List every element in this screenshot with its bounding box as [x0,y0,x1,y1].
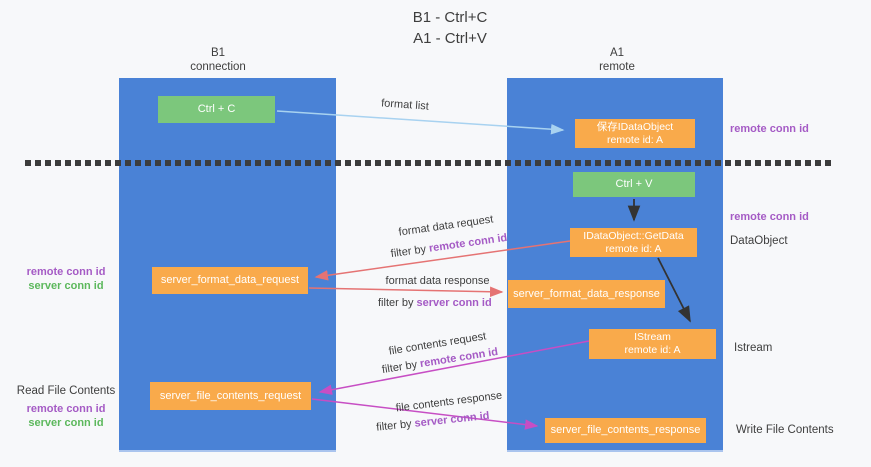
node-server-format-data-response: server_format_data_response [508,280,665,308]
right-label-remote-conn-id-1: remote conn id [730,123,809,135]
lane-header-a1: A1 remote [567,46,667,74]
node-ctrl-v: Ctrl + V [573,172,695,197]
left-label-remote-conn-id-1: remote conn id [26,266,106,278]
filter-by-text: filter by [375,417,416,434]
node-save-idataobject: 保存IDataObject remote id: A [575,119,695,148]
left-label-server-conn-id-1: server conn id [28,280,104,292]
node-istream-line1: IStream [634,331,671,343]
remote-conn-id-text: remote conn id [428,231,508,255]
node-server-format-data-request: server_format_data_request [152,267,308,294]
server-conn-id-text: server conn id [416,297,492,309]
session-divider-dashed-line [25,160,835,166]
node-save-idataobject-line2: remote id: A [606,133,664,146]
node-ctrl-c-label: Ctrl + C [197,103,236,115]
node-getdata-line1: IDataObject::GetData [583,229,684,242]
node-format-request-label: server_format_data_request [160,274,300,286]
node-ctrl-v-label: Ctrl + V [615,178,653,190]
right-label-dataobject: DataObject [730,235,788,247]
node-server-file-contents-response: server_file_contents_response [545,418,706,443]
node-ctrl-c: Ctrl + C [158,96,275,123]
right-label-remote-conn-id-2: remote conn id [730,211,809,223]
lane-a1-name: A1 [609,47,625,59]
left-label-server-conn-id-2: server conn id [28,417,104,429]
label-filter-by-server-conn-id-2: filter by server conn id [375,409,491,434]
filter-by-text: filter by [390,242,430,261]
server-conn-id-text: server conn id [413,409,491,430]
label-format-list: format list [380,97,430,113]
right-label-istream: Istream [734,342,773,354]
lane-b1-name: B1 [210,47,226,59]
node-server-file-contents-request: server_file_contents_request [150,382,311,410]
node-getdata-line2: remote id: A [605,242,662,255]
node-save-idataobject-line1: 保存IDataObject [596,120,674,133]
node-istream: IStream remote id: A [589,329,716,359]
left-label-remote-conn-id-2: remote conn id [26,403,106,415]
node-format-response-label: server_format_data_response [513,287,660,300]
title-line-1: B1 - Ctrl+C [412,9,488,26]
label-format-data-response: format data response [385,275,490,287]
node-istream-line2: remote id: A [624,344,681,356]
label-filter-by-server-conn-id-1: filter by server conn id [378,297,492,309]
right-label-write-file-contents: Write File Contents [736,424,834,436]
diagram-title: B1 - Ctrl+C A1 - Ctrl+V [350,7,550,49]
left-label-read-file-contents: Read File Contents [16,385,116,397]
node-file-response-label: server_file_contents_response [550,424,701,436]
lane-a1-subtitle: remote [599,61,635,73]
filter-by-text: filter by [381,358,422,377]
arrow-format-data-response [308,286,504,298]
lane-header-b1: B1 connection [168,46,268,74]
filter-by-text: filter by [378,297,417,309]
lane-b1-subtitle: connection [190,61,246,73]
node-file-request-label: server_file_contents_request [159,389,302,402]
title-line-2: A1 - Ctrl+V [413,30,487,47]
node-idataobject-getdata: IDataObject::GetData remote id: A [570,228,697,257]
